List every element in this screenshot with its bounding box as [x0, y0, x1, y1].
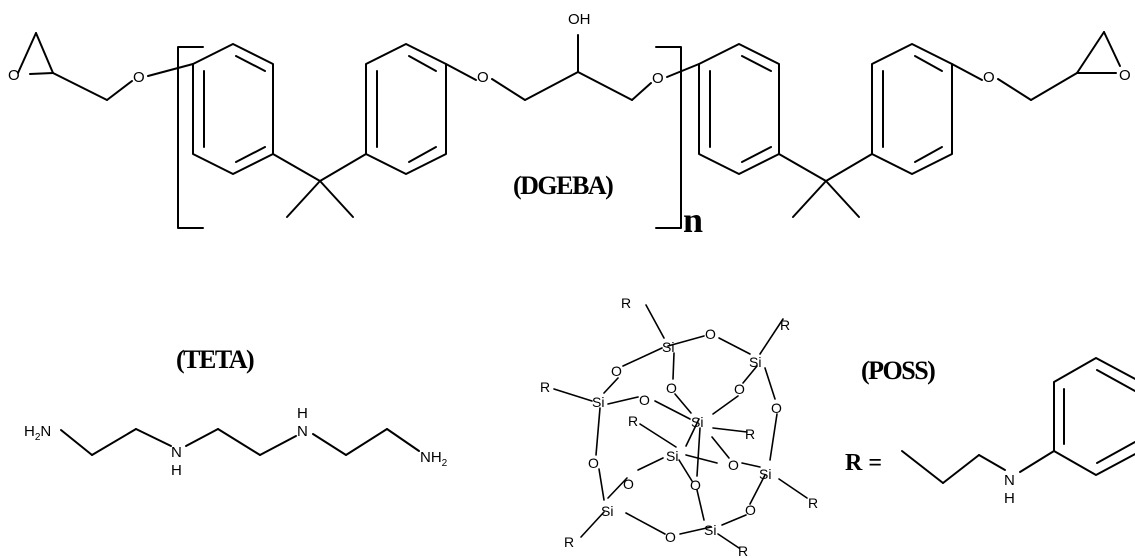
poss-label: (POSS)	[861, 356, 935, 385]
atom-o-ether-1: O	[133, 69, 145, 86]
teta-structure: (TETA) H2N N H N H NH2	[24, 345, 448, 479]
atom-si-1: Si	[662, 339, 674, 355]
atom-n-rgroup: N	[1004, 472, 1015, 489]
atom-nh2: NH2	[420, 449, 448, 469]
atom-o-cage-9: O	[690, 477, 701, 493]
r-group-structure: R = N H	[845, 357, 1135, 507]
dgeba-label: (DGEBA)	[513, 171, 613, 200]
atom-h-1: H	[171, 462, 182, 479]
atom-o-ether-2: O	[477, 69, 489, 86]
atom-o-cage-7: O	[588, 455, 599, 471]
atom-si-4: Si	[691, 414, 703, 430]
atom-oh: OH	[568, 11, 591, 28]
teta-label: (TETA)	[176, 345, 254, 374]
atom-h-2: H	[297, 405, 308, 422]
atom-h2n: H2N	[24, 423, 51, 443]
atom-r-4: R	[628, 413, 638, 429]
atom-o-cage-3: O	[666, 380, 677, 396]
atom-r-5: R	[745, 426, 755, 442]
atom-si-6: Si	[759, 466, 771, 482]
atom-o-cage-6: O	[771, 400, 782, 416]
atom-r-8: R	[738, 543, 748, 558]
atom-o-cage-5: O	[639, 392, 650, 408]
atom-n-2: N	[297, 423, 308, 440]
atom-si-2: Si	[749, 354, 761, 370]
atom-o-cage-4: O	[734, 381, 745, 397]
atom-si-8: Si	[704, 522, 716, 538]
atom-o-cage-2: O	[611, 363, 622, 379]
atom-o-ether-3: O	[652, 70, 664, 87]
r-equals-label: R =	[845, 450, 882, 476]
atom-o-cage-8: O	[623, 476, 634, 492]
atom-si-5: Si	[666, 448, 678, 464]
dgeba-structure: O O O OH O n	[8, 11, 1131, 240]
poss-cage-structure: Si Si Si Si Si Si Si Si O O O O O O O O …	[540, 295, 937, 558]
repeat-unit-n: n	[683, 200, 703, 240]
atom-o-epoxide-right: O	[1119, 67, 1131, 84]
atom-o-epoxide-left: O	[8, 67, 20, 84]
atom-r-2: R	[780, 317, 790, 333]
atom-o-cage-11: O	[745, 502, 756, 518]
atom-h-rgroup: H	[1004, 490, 1015, 507]
atom-r-1: R	[621, 295, 631, 311]
atom-o-ether-4: O	[983, 69, 995, 86]
atom-r-6: R	[808, 495, 818, 511]
atom-o-cage-1: O	[705, 326, 716, 342]
atom-si-3: Si	[592, 394, 604, 410]
atom-o-cage-10: O	[728, 457, 739, 473]
atom-r-3: R	[540, 379, 550, 395]
atom-n-1: N	[171, 444, 182, 461]
atom-o-cage-12: O	[665, 529, 676, 545]
atom-si-7: Si	[601, 503, 613, 519]
atom-r-7: R	[564, 534, 574, 550]
